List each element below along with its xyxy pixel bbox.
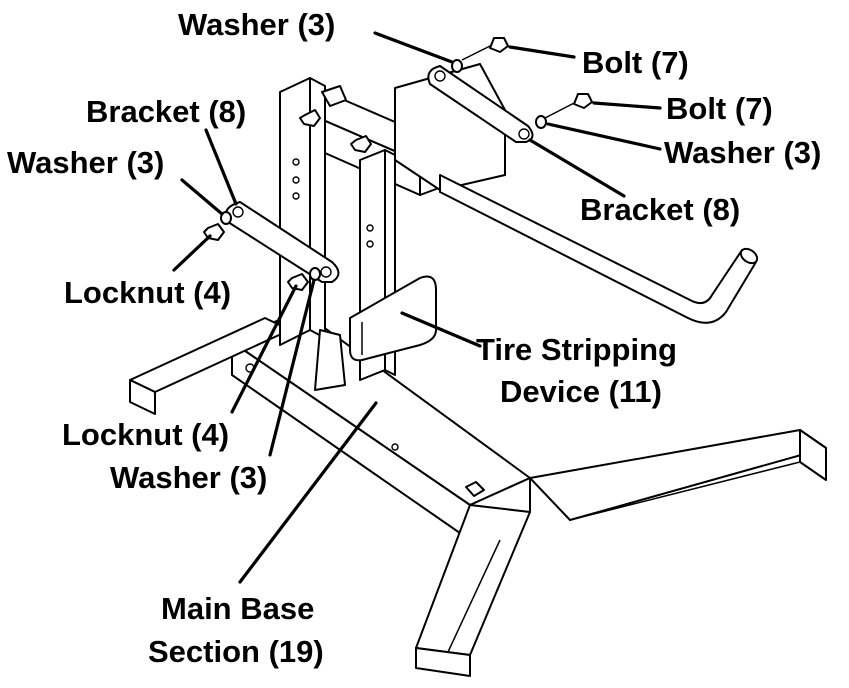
label-bolt-lower: Bolt (7)	[666, 91, 773, 126]
right-leg-tube-drawing	[529, 429, 827, 521]
label-bracket-left: Bracket (8)	[86, 94, 247, 129]
label-washer-right: Washer (3)	[664, 135, 822, 170]
tire-stripping-device-drawing	[349, 275, 437, 362]
main-base-section-drawing	[231, 309, 531, 541]
label-washer-bottom: Washer (3)	[110, 460, 268, 495]
left-foot-tube-drawing	[129, 317, 291, 415]
label-main-base-line1: Main Base	[161, 591, 315, 626]
label-tire-stripping-line2: Device (11)	[500, 374, 662, 409]
label-tire-stripping-line1: Tire Stripping	[476, 332, 677, 367]
label-washer-left: Washer (3)	[7, 145, 165, 180]
bracket-upper-right-drawing	[427, 65, 534, 143]
label-main-base-line2: Section (19)	[148, 634, 324, 669]
handle-bar-drawing	[439, 174, 759, 324]
label-bolt-upper: Bolt (7)	[582, 45, 689, 80]
bolts-drawing	[461, 37, 593, 119]
label-washer-top: Washer (3)	[178, 7, 336, 42]
label-locknut-bottom: Locknut (4)	[62, 417, 230, 452]
leader-lines	[172, 31, 662, 584]
fasteners-drawing	[203, 59, 547, 291]
bracket-left-drawing	[224, 201, 340, 283]
label-locknut-left: Locknut (4)	[64, 275, 232, 310]
front-leg-tube-drawing	[415, 504, 531, 677]
label-bracket-right: Bracket (8)	[580, 192, 741, 227]
